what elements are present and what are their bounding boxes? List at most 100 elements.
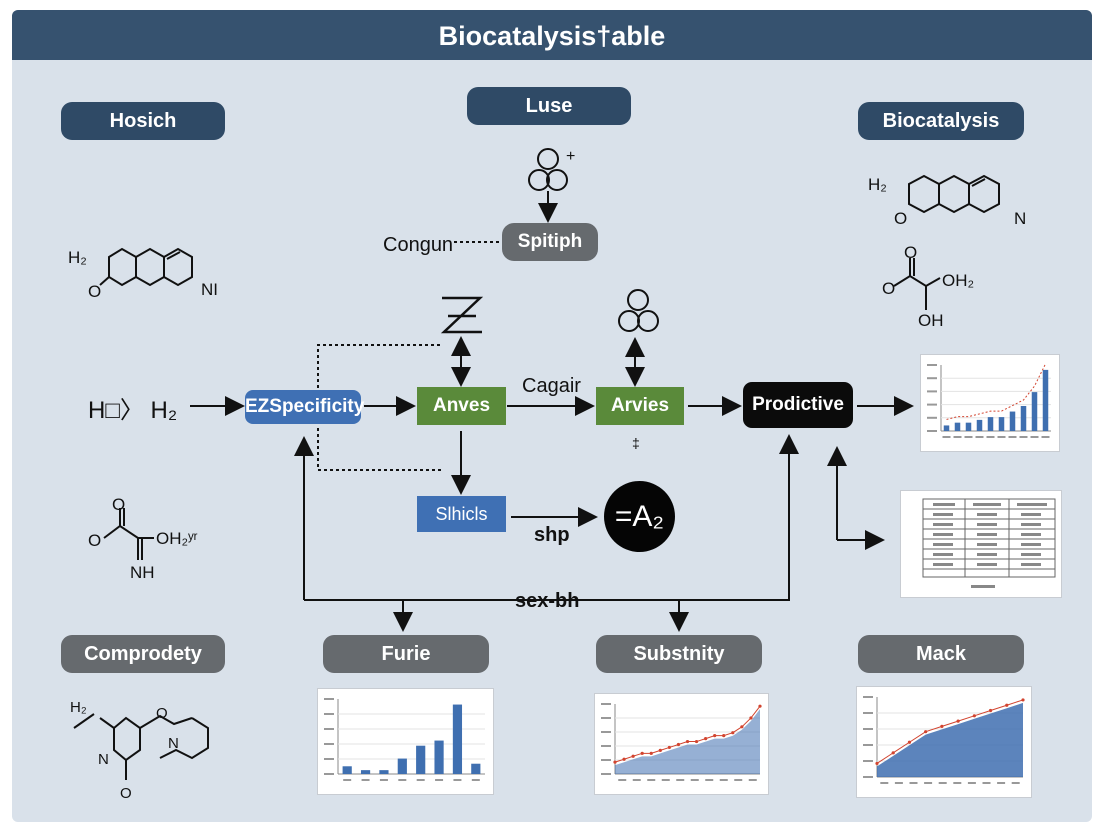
chart-tick-label	[953, 436, 962, 438]
chart-tick-label	[361, 779, 370, 781]
chart-point	[676, 742, 681, 747]
chart-tick-label	[661, 779, 670, 781]
chart-tick-label	[924, 782, 933, 784]
chart-tick-label	[880, 782, 889, 784]
chart-bar	[1042, 369, 1049, 431]
chart-bar	[434, 740, 444, 774]
chart-tick-label	[471, 779, 480, 781]
page-title: Biocatalysis†able	[12, 10, 1092, 60]
chart-point	[758, 704, 762, 708]
chart-area	[877, 702, 1023, 777]
chem-structure-left-top: H₂ O NI	[68, 247, 218, 301]
header-comprodety: Comprodety	[61, 635, 225, 673]
chart-tick-label	[324, 773, 334, 775]
chart-point	[631, 754, 635, 758]
label-h2-input: H□〉 H₂	[88, 397, 178, 424]
diagram-panel: Biocatalysis†able Hosich Luse Biocatalys…	[12, 10, 1092, 822]
chart-tick-label	[1019, 436, 1028, 438]
chart-bar	[342, 766, 352, 774]
svg-text:O: O	[904, 243, 917, 262]
chart-tick-label	[927, 416, 937, 419]
chem-structure-right-mid: O O OH₂ OH	[882, 243, 974, 330]
svg-text:O: O	[120, 785, 132, 798]
chart-tick-label	[997, 436, 1006, 438]
chart-point	[622, 757, 626, 761]
chart-tick-label	[1030, 436, 1039, 438]
chart-bar	[976, 419, 983, 431]
chart-1-svg	[927, 363, 1051, 438]
chart-tick-label	[975, 436, 984, 438]
chart-thumb-substnity	[594, 693, 769, 795]
chart-tick-label	[379, 779, 388, 781]
chart-point	[722, 734, 726, 738]
chart-point	[613, 760, 617, 764]
svg-text:N: N	[168, 735, 179, 752]
chart-tick-label	[324, 728, 334, 730]
chart-point	[667, 745, 671, 750]
chart-point	[924, 730, 928, 734]
chart-tick-label	[927, 390, 937, 393]
chart-tick-label	[942, 436, 951, 438]
chart-point	[749, 716, 753, 720]
node-prodictive: Prodictive	[743, 382, 853, 428]
chart-point	[1021, 698, 1025, 702]
chart-point	[956, 719, 960, 723]
chart-tick-label	[927, 377, 937, 380]
chart-tick-label	[863, 712, 873, 714]
chart-tick-label	[1011, 782, 1020, 784]
chem-lm-oh: OH₂ʸʳ	[156, 529, 198, 548]
chart-bar	[471, 763, 481, 774]
chart-tick-label	[324, 758, 334, 760]
chart-point	[704, 736, 708, 741]
chart-point	[972, 714, 976, 718]
chart-bar	[998, 417, 1005, 431]
chart-bar	[987, 417, 994, 431]
header-furie: Furie	[323, 635, 489, 673]
node-slhicls: Slhicls	[417, 496, 506, 532]
flow-connectors	[190, 191, 914, 632]
chem-lt-n: NI	[201, 280, 218, 299]
chart-tick-label	[676, 779, 685, 781]
chem-lb-h2: H₂	[70, 699, 87, 716]
molecule-plus-icon: +	[528, 148, 575, 191]
chart-tick-label	[324, 698, 334, 700]
chart-tick-label	[618, 779, 627, 781]
chart-point	[875, 761, 879, 766]
chem-structure-left-bottom: H₂ N O O N	[70, 699, 209, 798]
chart-tick-label	[601, 745, 611, 747]
chem-structure-left-mid: O O OH₂ʸʳ NH	[88, 498, 198, 582]
node-arvies: Arvies	[596, 387, 684, 425]
chart-tick-label	[964, 436, 973, 438]
chart-bar	[954, 422, 961, 431]
chart-tick-label	[909, 782, 918, 784]
chem-lt-o: O	[88, 282, 101, 301]
label-small-mark: ‡	[632, 435, 640, 451]
chart-tick-label	[863, 776, 873, 778]
svg-text:O: O	[112, 498, 125, 514]
svg-text:O: O	[88, 531, 101, 550]
node-a2: =A₂	[604, 481, 675, 552]
node-anves: Anves	[417, 387, 506, 425]
chart-tick-label	[986, 436, 995, 438]
chart-tick-label	[953, 782, 962, 784]
chart-area	[615, 709, 760, 774]
chart-tick-label	[324, 713, 334, 715]
chart-trend-line	[946, 363, 1046, 420]
chart-trend-line	[876, 699, 1024, 764]
header-biocatalysis: Biocatalysis	[858, 102, 1024, 140]
chart-bar	[379, 770, 389, 774]
chart-bar	[965, 422, 972, 431]
chart-thumb-furie	[317, 688, 494, 795]
chart-tick-label	[938, 782, 947, 784]
chart-tick-label	[690, 779, 699, 781]
header-mack: Mack	[858, 635, 1024, 673]
chart-tick-label	[416, 779, 425, 781]
chem-rm-oh: OH	[918, 311, 944, 330]
chart-bar	[943, 425, 950, 431]
chart-tick-label	[927, 364, 937, 366]
chart-tick-label	[1041, 436, 1050, 438]
chart-tick-label	[601, 759, 611, 761]
chart-point	[740, 725, 744, 729]
table-thumb-right	[900, 490, 1062, 598]
chart-bar	[1009, 411, 1016, 431]
